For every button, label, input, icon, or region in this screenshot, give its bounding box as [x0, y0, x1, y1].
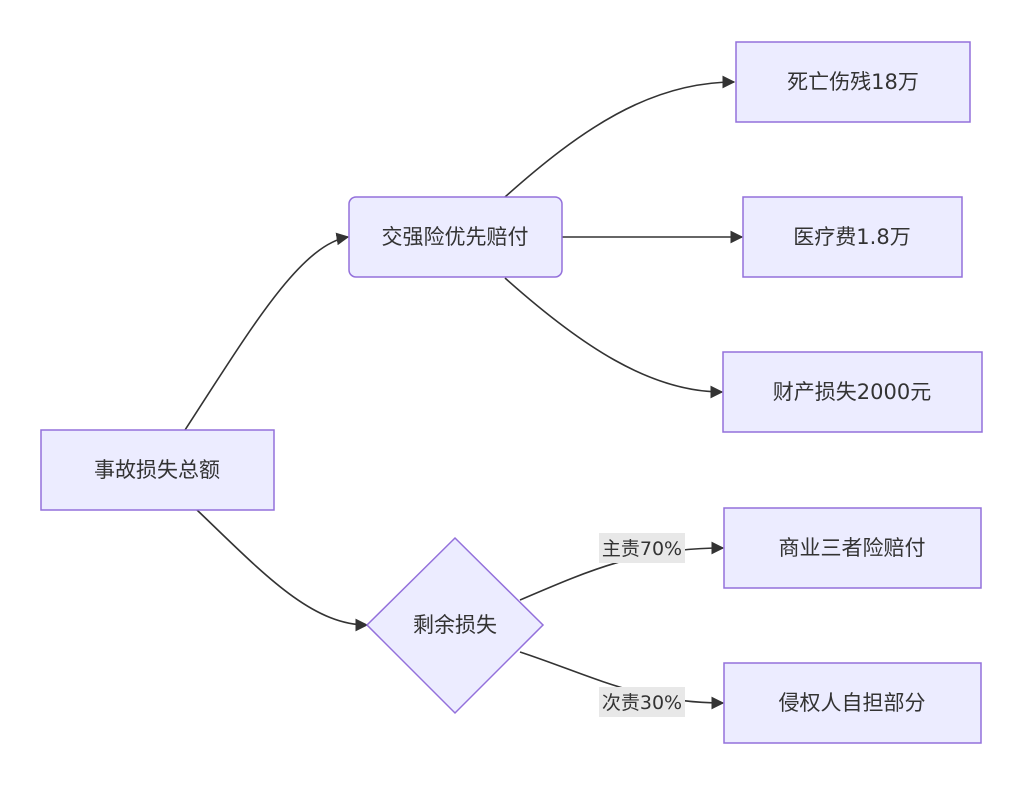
node-total-label: 事故损失总额: [94, 458, 220, 482]
node-medical[interactable]: 医疗费1.8万: [742, 196, 963, 278]
node-compulsory[interactable]: 交强险优先赔付: [348, 196, 563, 278]
node-commercial-label: 商业三者险赔付: [779, 536, 926, 560]
edge-total-to-compulsory: [184, 232, 350, 431]
edge-label-primary: 主责70%: [599, 533, 685, 563]
edge-compulsory-to-property: [504, 277, 724, 399]
edge-label-secondary-text: 次责30%: [602, 692, 682, 714]
node-death-label: 死亡伤残18万: [787, 70, 919, 94]
node-remaining-label: 剩余损失: [413, 613, 497, 637]
node-total[interactable]: 事故损失总额: [40, 429, 275, 511]
node-medical-label: 医疗费1.8万: [793, 225, 910, 249]
node-death[interactable]: 死亡伤残18万: [735, 41, 971, 123]
edge-compulsory-to-death: [504, 75, 736, 198]
edge-label-secondary: 次责30%: [599, 687, 685, 717]
edge-remaining-to-self: [519, 651, 725, 710]
edge-label-primary-text: 主责70%: [602, 538, 682, 560]
node-self-label: 侵权人自担部分: [779, 691, 926, 715]
node-commercial[interactable]: 商业三者险赔付: [723, 507, 982, 589]
node-compulsory-label: 交强险优先赔付: [382, 225, 529, 249]
node-property-label: 财产损失2000元: [773, 380, 931, 404]
node-remaining[interactable]: 剩余损失: [365, 536, 545, 715]
edge-total-to-remaining: [196, 509, 369, 632]
node-self[interactable]: 侵权人自担部分: [723, 662, 982, 744]
node-property[interactable]: 财产损失2000元: [722, 351, 983, 433]
